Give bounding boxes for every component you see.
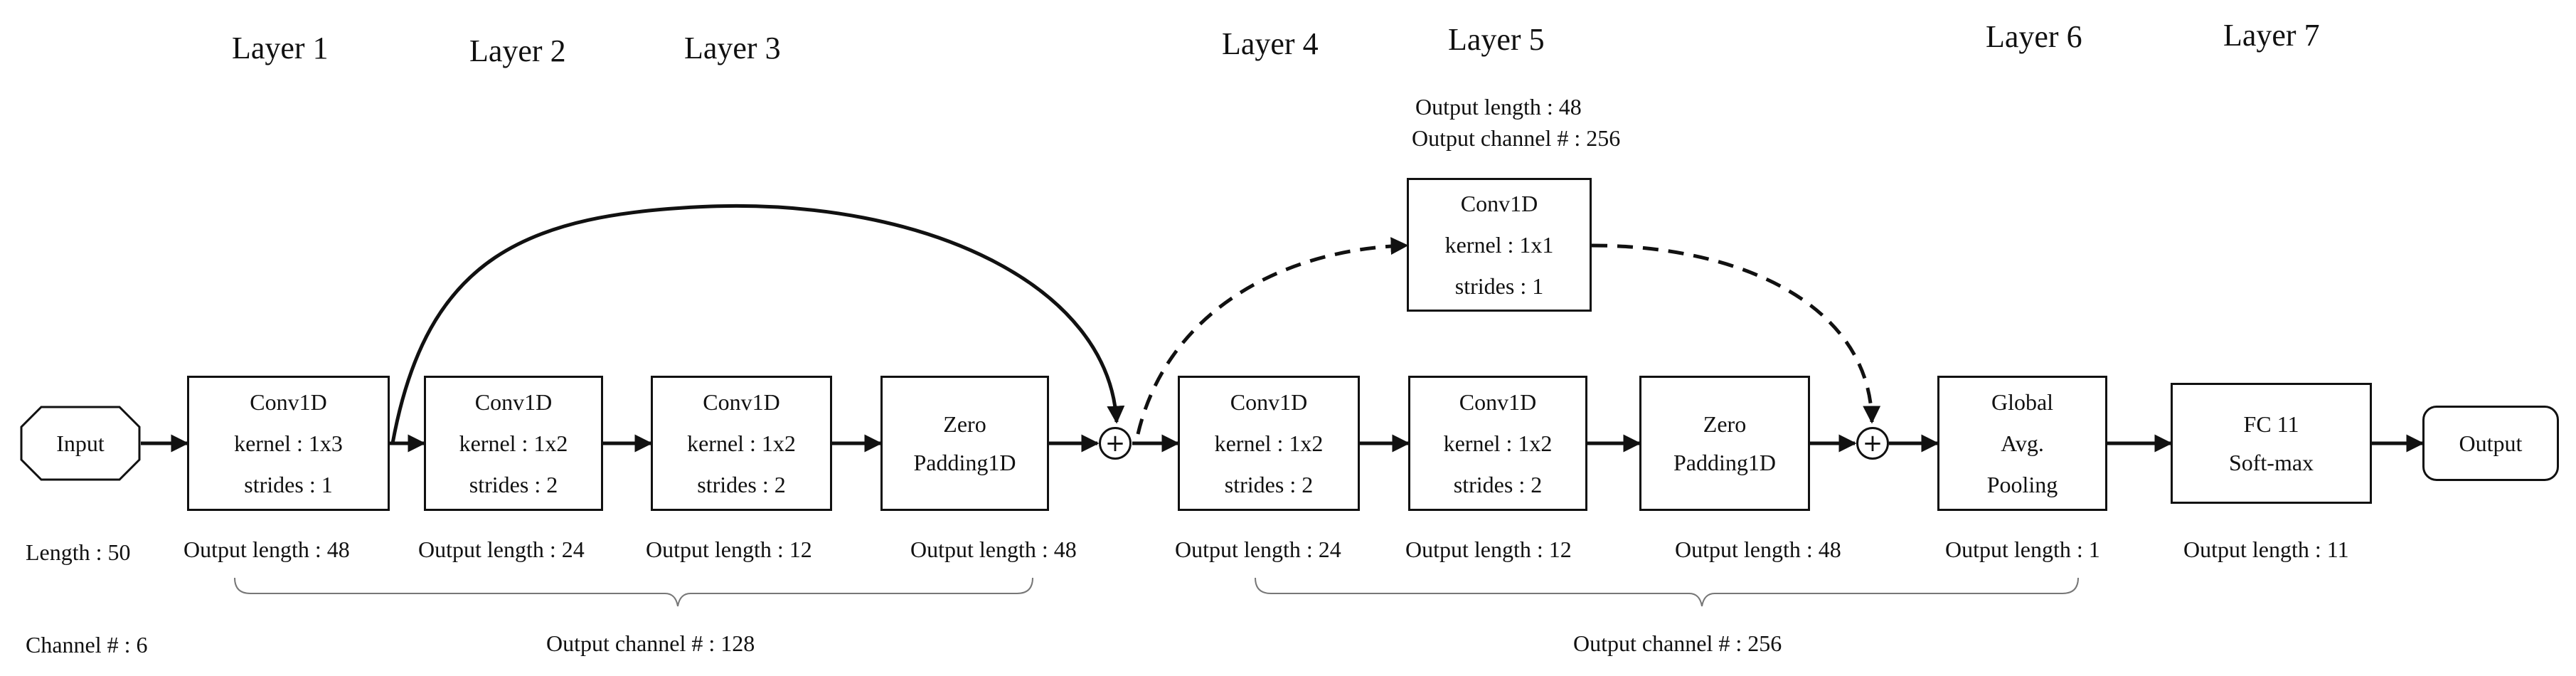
gap-line3: Pooling <box>1986 472 2058 497</box>
conv5-block: Conv1D kernel : 1x2 strides : 2 <box>1408 376 1587 511</box>
zeropad2-line1: Zero <box>1703 411 1747 437</box>
octagon-shape <box>20 406 141 481</box>
layer-7-title: Layer 7 <box>2223 18 2320 53</box>
conv2-strides: strides : 2 <box>469 472 558 497</box>
conv3-kernel: kernel : 1x2 <box>687 431 796 456</box>
conv5-kernel: kernel : 1x2 <box>1443 431 1553 456</box>
conv1-kernel: kernel : 1x3 <box>234 431 343 456</box>
input-length-label: Length : 50 <box>26 539 131 565</box>
conv4-block: Conv1D kernel : 1x2 strides : 2 <box>1178 376 1360 511</box>
fc-output-length: Output length : 11 <box>2183 537 2349 562</box>
zeropad1-block: Zero Padding1D <box>880 376 1049 511</box>
zeropad2-output-length: Output length : 48 <box>1675 537 1841 562</box>
conv5-strides: strides : 2 <box>1453 472 1543 497</box>
shortcut-output-channels: Output channel # : 256 <box>1412 125 1621 151</box>
input-node: Input <box>20 406 141 481</box>
shortcut-output-length: Output length : 48 <box>1415 94 1582 120</box>
conv3-output-length: Output length : 12 <box>646 537 812 562</box>
conv2-block: Conv1D kernel : 1x2 strides : 2 <box>424 376 603 511</box>
layer-5-title: Layer 5 <box>1448 22 1545 57</box>
output-node: Output <box>2422 406 2559 481</box>
fc-block: FC 11 Soft-max <box>2171 383 2372 504</box>
layer-4-title: Layer 4 <box>1222 26 1319 61</box>
input-label: Input <box>56 430 105 456</box>
zeropad2-line2: Padding1D <box>1673 450 1776 475</box>
conv3-block: Conv1D kernel : 1x2 strides : 2 <box>651 376 832 511</box>
layer-2-title: Layer 2 <box>469 33 566 68</box>
conv4-kernel: kernel : 1x2 <box>1214 431 1324 456</box>
conv5-type: Conv1D <box>1459 389 1537 415</box>
layer-3-title: Layer 3 <box>684 31 781 65</box>
fc-line1: FC 11 <box>2243 411 2299 437</box>
zeropad1-line1: Zero <box>943 411 986 437</box>
conv3-strides: strides : 2 <box>697 472 786 497</box>
conv1-strides: strides : 1 <box>244 472 333 497</box>
gap-output-length: Output length : 1 <box>1945 537 2100 562</box>
conv2-output-length: Output length : 24 <box>418 537 585 562</box>
shortcut-dashed-out <box>1591 243 1881 424</box>
conv4-output-length: Output length : 24 <box>1175 537 1341 562</box>
input-channel-label: Channel # : 6 <box>26 632 148 657</box>
fc-line2: Soft-max <box>2228 450 2314 475</box>
sum-node-1: + <box>1099 427 1132 460</box>
shortcut-type: Conv1D <box>1460 191 1538 216</box>
shortcut-strides: strides : 1 <box>1454 273 1544 299</box>
conv2-type: Conv1D <box>474 389 553 415</box>
zeropad1-output-length: Output length : 48 <box>910 537 1077 562</box>
channel-group-2-label: Output channel # : 256 <box>1573 630 1782 656</box>
conv1-output-length: Output length : 48 <box>183 537 350 562</box>
output-label: Output <box>2459 430 2523 456</box>
brace-group1 <box>234 577 1033 607</box>
conv1-block: Conv1D kernel : 1x3 strides : 1 <box>187 376 390 511</box>
sum-node-2: + <box>1856 427 1889 460</box>
residual-arc <box>390 204 1125 444</box>
zeropad2-block: Zero Padding1D <box>1639 376 1810 511</box>
channel-group-1-label: Output channel # : 128 <box>546 630 755 656</box>
layer-6-title: Layer 6 <box>1986 19 2082 54</box>
conv4-strides: strides : 2 <box>1224 472 1314 497</box>
conv4-type: Conv1D <box>1230 389 1308 415</box>
conv1-type: Conv1D <box>250 389 327 415</box>
conv5-output-length: Output length : 12 <box>1405 537 1572 562</box>
gap-line1: Global <box>1991 389 2054 415</box>
gap-line2: Avg. <box>2001 431 2044 456</box>
zeropad1-line2: Padding1D <box>913 450 1016 475</box>
shortcut-kernel: kernel : 1x1 <box>1444 232 1554 258</box>
shortcut-conv-block: Conv1D kernel : 1x1 strides : 1 <box>1407 178 1592 312</box>
brace-group2 <box>1255 577 2079 607</box>
gap-block: Global Avg. Pooling <box>1937 376 2107 511</box>
conv2-kernel: kernel : 1x2 <box>459 431 568 456</box>
conv3-type: Conv1D <box>703 389 780 415</box>
layer-1-title: Layer 1 <box>232 31 329 65</box>
